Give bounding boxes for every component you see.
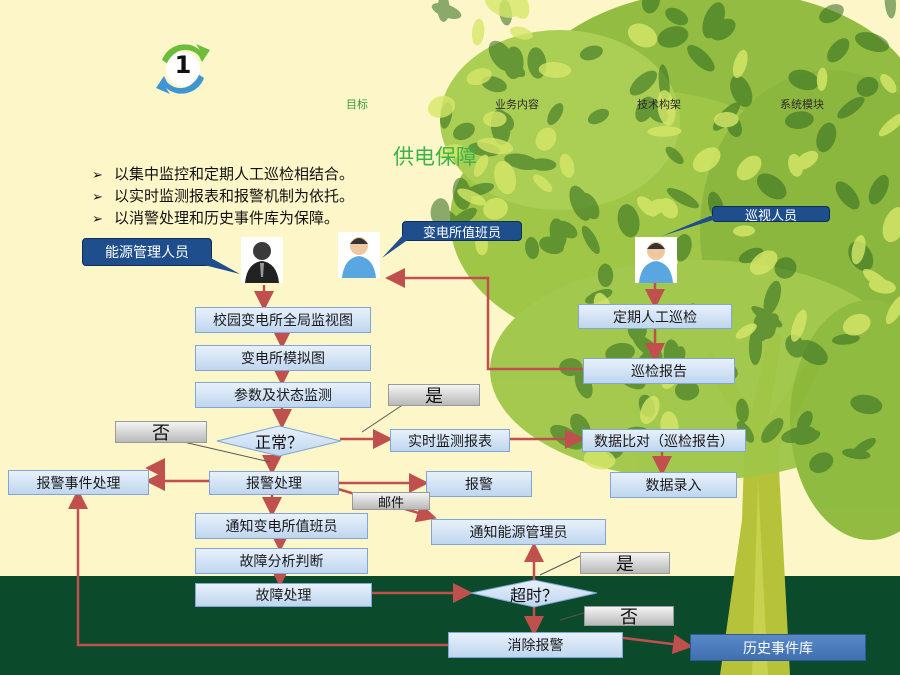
person-patrol-icon: [635, 237, 677, 283]
arrow-bullet-icon: ➢: [92, 168, 103, 183]
box-notify-energy: 通知能源管理员: [431, 519, 606, 545]
decision-normal: 正常？: [254, 433, 303, 452]
tag-yes: 是: [580, 552, 670, 575]
tag-yes: 是: [388, 384, 480, 407]
callout-energy-manager: 能源管理人员: [82, 238, 212, 266]
cycle-arrows-icon: [156, 44, 210, 94]
bullet-item: ➢以实时监测报表和报警机制为依托。: [92, 187, 355, 205]
callout-pointer: [200, 252, 240, 274]
tag-no: 否: [584, 606, 674, 628]
bullet-item: ➢以集中监控和定期人工巡检相结合。: [92, 165, 355, 183]
tab-goal[interactable]: 目标: [346, 98, 368, 111]
bullet-item: ➢以消警处理和历史事件库为保障。: [92, 209, 340, 227]
box-global-monitor: 校园变电所全局监视图: [195, 307, 371, 333]
box-alarm-process: 报警处理: [209, 471, 339, 495]
tab-modules[interactable]: 系统模块: [780, 98, 824, 111]
box-clear-alarm: 消除报警: [448, 632, 623, 658]
box-sim-diagram: 变电所模拟图: [195, 345, 371, 371]
box-alarm: 报警: [426, 471, 532, 497]
box-scheduled-patrol: 定期人工巡检: [578, 304, 732, 329]
tab-business[interactable]: 业务内容: [495, 98, 539, 111]
box-data-compare: 数据比对（巡检报告）: [582, 429, 746, 452]
tag-no: 否: [115, 421, 207, 444]
arrow-bullet-icon: ➢: [92, 190, 103, 205]
slide-number: 1: [174, 51, 192, 79]
decision-timeout: 超时？: [509, 585, 558, 605]
slide-number-badge: 1: [152, 40, 214, 98]
person-duty-icon: [338, 232, 380, 278]
box-history-db: 历史事件库: [690, 634, 866, 661]
box-alarm-event: 报警事件处理: [8, 470, 149, 495]
tag-mail: 邮件: [352, 492, 430, 511]
tab-architecture[interactable]: 技术构架: [637, 98, 681, 111]
box-realtime-report: 实时监测报表: [390, 429, 510, 452]
callout-pointer: [662, 216, 726, 236]
callout-substation-duty: 变电所值班员: [402, 221, 522, 241]
arrow-bullet-icon: ➢: [92, 212, 103, 227]
page-title: 供电保障: [393, 145, 477, 169]
box-data-entry: 数据录入: [610, 472, 737, 498]
box-notify-duty: 通知变电所值班员: [195, 513, 368, 539]
box-fault-analysis: 故障分析判断: [195, 548, 368, 574]
decision-timeout-shape: [470, 579, 598, 608]
callout-patrol: 巡视人员: [712, 206, 830, 224]
box-fault-process: 故障处理: [195, 583, 372, 607]
person-manager-icon: [241, 237, 283, 283]
box-param-monitor: 参数及状态监测: [195, 382, 371, 408]
decision-normal-shape: [216, 425, 342, 457]
box-patrol-report: 巡检报告: [583, 358, 735, 384]
callout-pointer: [382, 234, 416, 258]
